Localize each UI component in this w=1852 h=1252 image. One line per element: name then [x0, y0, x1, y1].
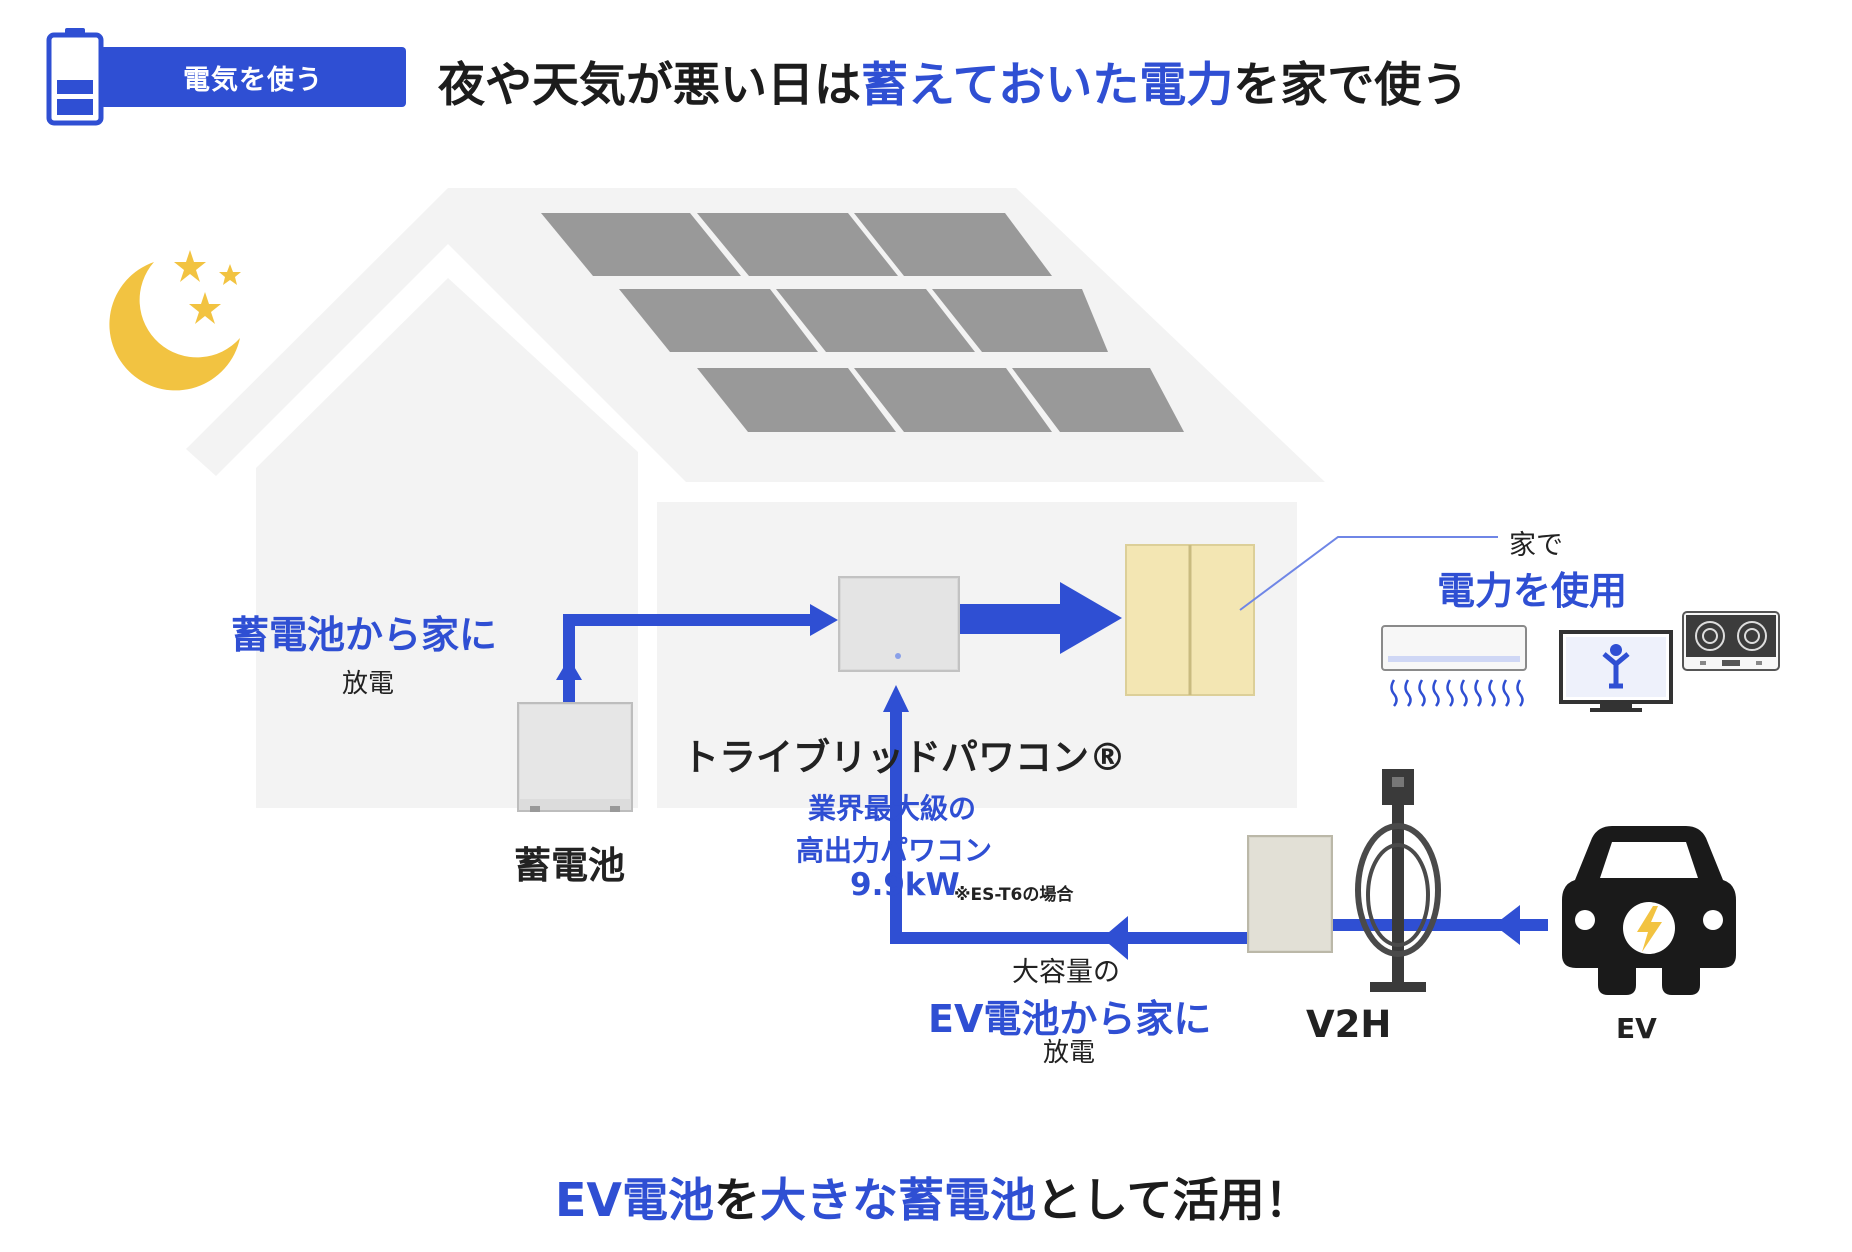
solar-panels	[541, 213, 1184, 432]
home-use-label: 家で	[1509, 530, 1563, 561]
arrowhead-right-large	[1060, 582, 1122, 654]
star-icon	[219, 264, 241, 285]
arrow-ev-to-v2h	[1330, 919, 1548, 931]
solar-panel	[1012, 368, 1184, 432]
arrowhead-left	[1102, 916, 1128, 960]
television-icon	[1559, 630, 1673, 712]
moon-icon	[109, 262, 240, 391]
power-conditioner-unit	[838, 576, 960, 672]
power-use-label: 電力を使用	[1437, 569, 1628, 613]
lightning-icon	[1637, 906, 1662, 952]
ev-discharge-label: 放電	[1043, 1038, 1096, 1068]
solar-panel	[776, 289, 975, 352]
solar-panel	[854, 368, 1052, 432]
star-icon	[174, 250, 206, 282]
battery-level-icon	[46, 26, 104, 126]
arrowhead-right	[810, 604, 838, 636]
air-conditioner-icon	[1381, 625, 1527, 707]
footer-tagline: EV電池を大きな蓄電池として活用！	[555, 1164, 1311, 1230]
page-title: 夜や天気が悪い日は蓄えておいた電力を家で使う	[438, 46, 1468, 115]
footer-big-battery: 大きな蓄電池	[760, 1173, 1037, 1227]
solar-panel	[697, 368, 896, 432]
flow-arrows	[556, 582, 1548, 960]
ev-car-icon	[1562, 826, 1736, 995]
power-conditioner-label: トライブリッドパワコン®	[682, 736, 1126, 779]
title-part-2: を家で使う	[1233, 58, 1469, 113]
arrowhead-up	[883, 685, 909, 712]
battery-discharge-label: 放電	[342, 669, 395, 699]
output-value: 9.9kW	[850, 867, 960, 903]
ih-cooktop-icon	[1682, 611, 1780, 671]
solar-panel	[697, 213, 898, 276]
ev-to-home-label: EV電池から家に	[928, 997, 1212, 1041]
arrow-pcs-to-board	[958, 604, 1064, 634]
footer-ev-battery: EV電池	[555, 1173, 715, 1227]
arrowhead-up	[556, 658, 582, 680]
star-icon	[189, 292, 221, 324]
arrowhead-left	[1494, 905, 1520, 945]
house-left-wall	[256, 278, 638, 808]
storage-battery-unit	[517, 702, 633, 812]
callout-line	[1239, 536, 1498, 611]
v2h-label: V2H	[1306, 1003, 1392, 1046]
v2h-unit	[1247, 835, 1333, 953]
distribution-board	[1125, 544, 1255, 696]
solar-panel	[619, 289, 818, 352]
arrow-segment	[563, 614, 813, 626]
large-capacity-label: 大容量の	[1012, 957, 1120, 988]
arrow-ev-to-pcs	[890, 698, 902, 944]
solar-panel	[854, 213, 1052, 276]
arrow-segment	[890, 932, 1250, 944]
house-illustration	[186, 188, 1325, 808]
title-highlight: 蓄えておいた電力	[861, 58, 1234, 113]
v2h-charger-icon	[1355, 769, 1441, 992]
output-note: ※ES-T6の場合	[954, 885, 1074, 905]
battery-label: 蓄電池	[514, 844, 625, 887]
high-output-label: 高出力パワコン	[796, 834, 993, 867]
battery-to-home-label: 蓄電池から家に	[231, 613, 498, 657]
footer-text: として活用！	[1036, 1173, 1311, 1227]
ev-label: EV	[1616, 1012, 1657, 1045]
solar-panel	[541, 213, 741, 276]
industry-max-label: 業界最大級の	[808, 792, 977, 825]
section-badge: 電気を使う	[100, 47, 406, 107]
solar-panel	[932, 289, 1108, 352]
title-part-1: 夜や天気が悪い日は	[438, 58, 861, 113]
footer-text: を	[714, 1173, 761, 1227]
